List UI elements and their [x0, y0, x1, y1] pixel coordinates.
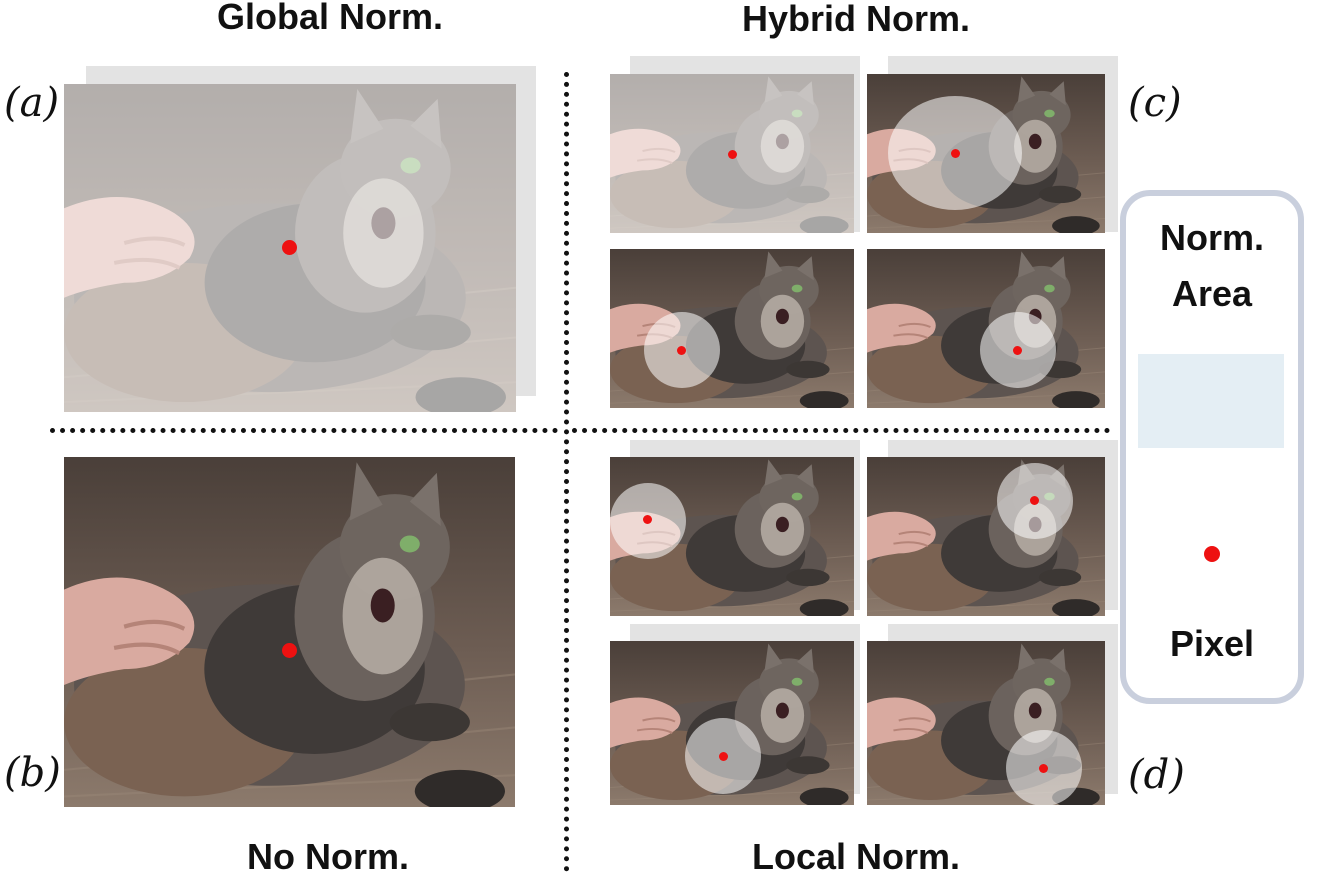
global-norm-pixel	[282, 240, 297, 255]
hybrid-pixel-1	[728, 150, 737, 159]
hybrid-pixel-4	[1013, 346, 1022, 355]
right-horizontal-divider	[572, 428, 1110, 433]
local-pixel-1	[643, 515, 652, 524]
local-norm-title: Local Norm.	[751, 836, 961, 877]
local-pixel-2	[1030, 496, 1039, 505]
no-norm-title: No Norm.	[247, 836, 409, 877]
panel-label-b: (b)	[4, 750, 61, 796]
no-norm-image	[64, 457, 515, 807]
legend-pixel-dot	[1204, 546, 1220, 562]
vertical-divider	[564, 72, 569, 872]
legend-area-label-line1: Norm.	[1159, 217, 1264, 258]
panel-label-d: (d)	[1128, 752, 1185, 798]
no-norm-pixel	[282, 643, 297, 658]
legend-norm-area-swatch	[1138, 354, 1284, 448]
hybrid-pixel-3	[677, 346, 686, 355]
local-pixel-4	[1039, 764, 1048, 773]
local-image-2	[867, 457, 1105, 616]
panel-label-a: (a)	[4, 80, 60, 126]
legend-box: Norm. Area Pixel	[1120, 190, 1304, 704]
hybrid-image-3	[610, 249, 854, 408]
global-norm-title: Global Norm.	[216, 0, 444, 37]
legend-area-label-line2: Area	[1171, 273, 1253, 314]
hybrid-pixel-2	[951, 149, 960, 158]
left-horizontal-divider	[50, 428, 558, 433]
panel-label-c: (c)	[1128, 80, 1182, 126]
hybrid-norm-title: Hybrid Norm.	[741, 0, 971, 39]
local-pixel-3	[719, 752, 728, 761]
legend-pixel-label: Pixel	[1169, 623, 1255, 664]
